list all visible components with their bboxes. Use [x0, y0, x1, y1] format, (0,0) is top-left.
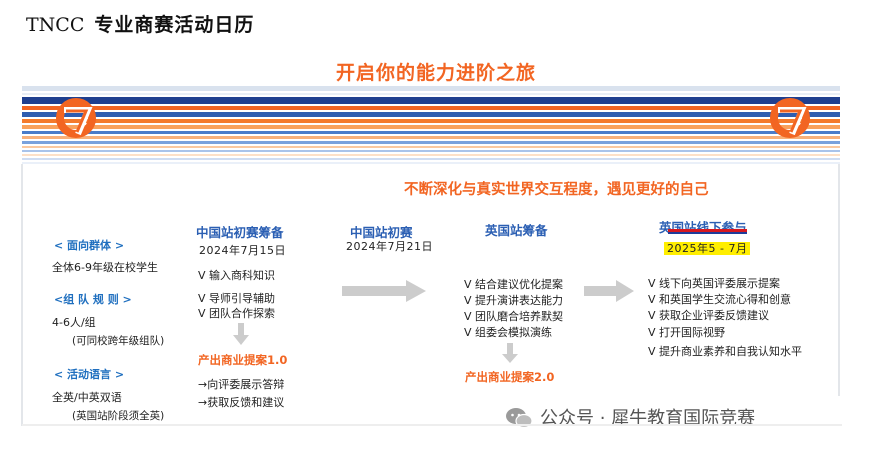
stage2-title: 中国站初赛: [350, 225, 413, 240]
down-arrow-icon: [502, 343, 518, 363]
watermark-text: 公众号 · 犀牛教育国际竞赛: [540, 408, 756, 429]
language-value: 全英/中英双语: [52, 391, 122, 404]
brand-name: TNCC: [26, 14, 85, 36]
stage4-date: 2025年5 - 7月: [664, 242, 751, 255]
stage4-item: V 提升商业素养和自我认知水平: [648, 345, 803, 358]
stage2-date: 2024年7月21日: [346, 240, 433, 253]
language-note: (英国站阶段须全英): [72, 410, 165, 422]
rules-value: 4-6人/组: [52, 316, 96, 329]
rules-heading: <组 队 规 则 >: [54, 293, 132, 306]
stage3-title: 英国站筹备: [485, 223, 548, 238]
page-title-text: 专业商赛活动日历: [94, 14, 255, 36]
frame-border-right: [838, 164, 840, 396]
audience-heading: < 面向群体 >: [54, 239, 125, 252]
rules-note: (可同校跨年级组队): [72, 335, 165, 347]
stage3-item: V 结合建议优化提案: [464, 278, 564, 291]
stage1-item: V 团队合作探索: [198, 307, 276, 320]
stage3-output: 产出商业提案2.0: [465, 370, 555, 384]
language-heading: < 活动语言 >: [54, 368, 125, 381]
down-arrow-icon: [233, 323, 249, 345]
stage3-item: V 团队磨合培养默契: [464, 310, 564, 323]
stage1-item: V 输入商科知识: [198, 269, 276, 282]
striped-banner: [22, 86, 840, 164]
stage1-output: 产出商业提案1.0: [198, 353, 288, 367]
stage3-item: V 组委会模拟演练: [464, 326, 553, 339]
stage1-date: 2024年7月15日: [199, 244, 286, 257]
bottom-divider: [22, 424, 842, 426]
stage1-followup: →向评委展示答辩: [198, 378, 285, 391]
stage4-item: V 打开国际视野: [648, 326, 726, 339]
title-underline-red: [668, 229, 747, 232]
right-arrow-icon: [584, 280, 634, 302]
stage1-item: V 导师引导辅助: [198, 292, 276, 305]
stage1-title: 中国站初赛筹备: [196, 225, 284, 240]
page-title: TNCC 专业商赛活动日历: [26, 10, 254, 37]
tncc-logo-right-icon: [770, 98, 810, 138]
tncc-logo-left-icon: [56, 98, 96, 138]
wechat-icon: [506, 408, 533, 429]
stage1-followup: →获取反馈和建议: [198, 396, 285, 409]
title-underline-blue: [668, 232, 747, 234]
stage4-item: V 线下向英国评委展示提案: [648, 277, 781, 290]
right-arrow-icon: [342, 280, 426, 302]
stage3-item: V 提升演讲表达能力: [464, 294, 564, 307]
stage4-item: V 和英国学生交流心得和创意: [648, 293, 792, 306]
frame-border-left: [21, 164, 23, 426]
tagline: 不断深化与真实世界交互程度，遇见更好的自己: [404, 182, 709, 198]
headline: 开启你的能力进阶之旅: [335, 62, 536, 84]
stage4-item: V 获取企业评委反馈建议: [648, 309, 770, 322]
audience-value: 全体6-9年级在校学生: [52, 261, 158, 274]
